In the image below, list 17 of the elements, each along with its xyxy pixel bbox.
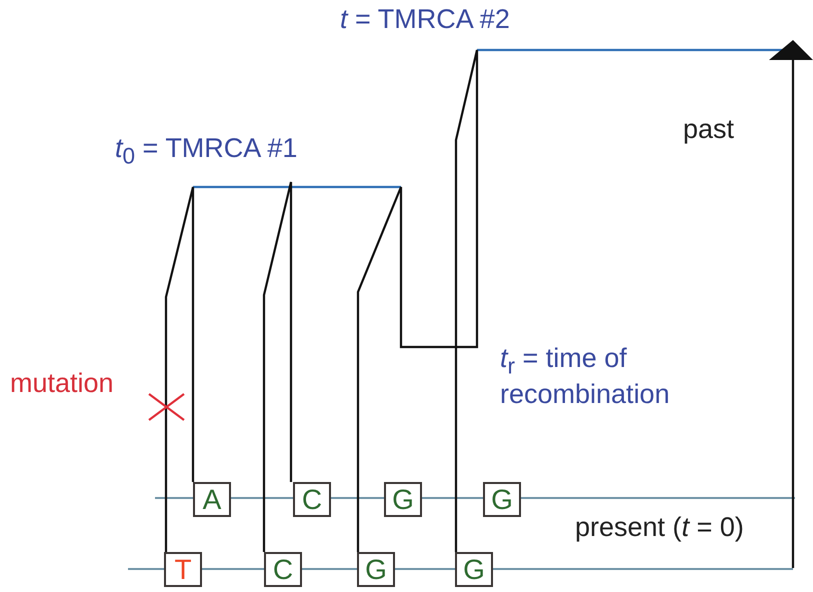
time-label: t = TMRCA #2 [340, 4, 510, 36]
axis-label: present (t = 0) [575, 512, 744, 544]
mutation-label: mutation [10, 368, 114, 400]
base-box: A [193, 482, 231, 517]
base-box: G [357, 552, 395, 587]
lineage-line [262, 180, 292, 552]
lineage-line [356, 48, 478, 552]
time-label: t$_{r}$ = time of recombination [500, 343, 671, 410]
base-box: G [455, 552, 493, 587]
base-box: T [164, 552, 202, 587]
time-label: t$_{0}$ = TMRCA #1 [115, 133, 298, 170]
base-box: G [483, 482, 521, 517]
base-box: G [384, 482, 422, 517]
base-box: C [264, 552, 302, 587]
axis-label: past [683, 114, 734, 146]
lineage-line [164, 186, 194, 552]
base-box: C [293, 482, 331, 517]
